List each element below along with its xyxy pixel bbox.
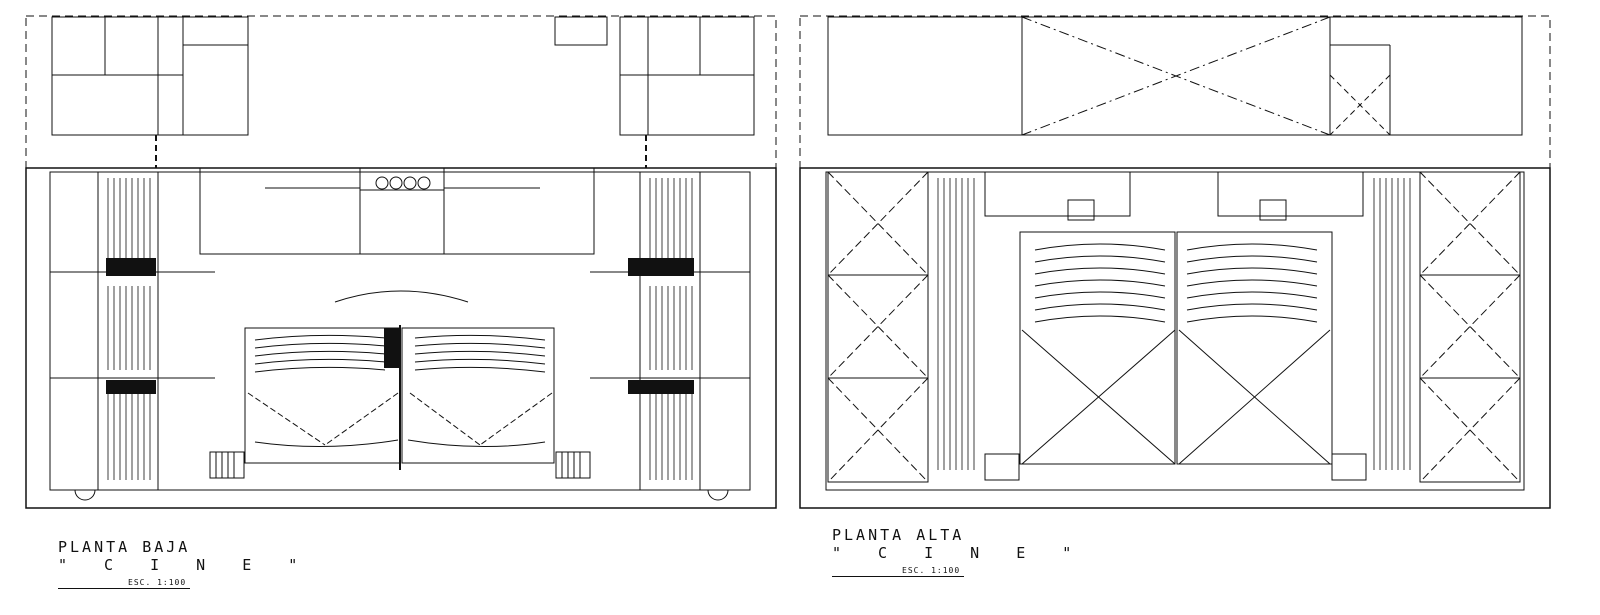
ground-floor-underline [58,588,190,589]
stair-left [209,451,245,479]
upper-floor-underline [832,576,964,577]
ground-floor-seating [107,178,693,480]
upper-floor-subtitle: " C I N E " [832,544,1086,562]
foyer [359,189,445,255]
upper-roof-block [827,16,1523,136]
services-right [443,167,595,255]
projection-right [1217,171,1364,217]
upper-floor-seating [937,178,1411,470]
ground-floor-subtitle: " C I N E " [58,556,312,574]
upper-floor-plan [799,15,1551,509]
balcony-2 [1176,231,1333,465]
ground-floor-title: PLANTA BAJA [58,538,191,556]
balcony-1 [1019,231,1176,465]
projection-left [984,171,1131,217]
building-outline [25,167,777,509]
shop-small [554,16,608,46]
upper-floor-scale: ESC. 1:100 [902,566,961,575]
upper-roof-zone [799,15,1551,169]
shops-block-left [51,16,249,136]
ground-floor-title-block: PLANTA BAJA " C I N E " ESC. 1:100 [58,538,312,598]
cinema-hall-2 [401,327,555,464]
shops-block-right [619,16,755,136]
upper-floor-title: PLANTA ALTA [832,526,965,544]
ground-floor-solid-bands [106,258,694,394]
stair-right [555,451,591,479]
building-inner [49,171,751,491]
upper-building-inner [825,171,1525,491]
upper-floor-title-block: PLANTA ALTA " C I N E " ESC. 1:100 [832,526,1086,586]
services-left [199,167,361,255]
ground-floor-scale: ESC. 1:100 [128,578,187,587]
lobby-zone-outline [25,15,777,169]
upper-building-outline [799,167,1551,509]
